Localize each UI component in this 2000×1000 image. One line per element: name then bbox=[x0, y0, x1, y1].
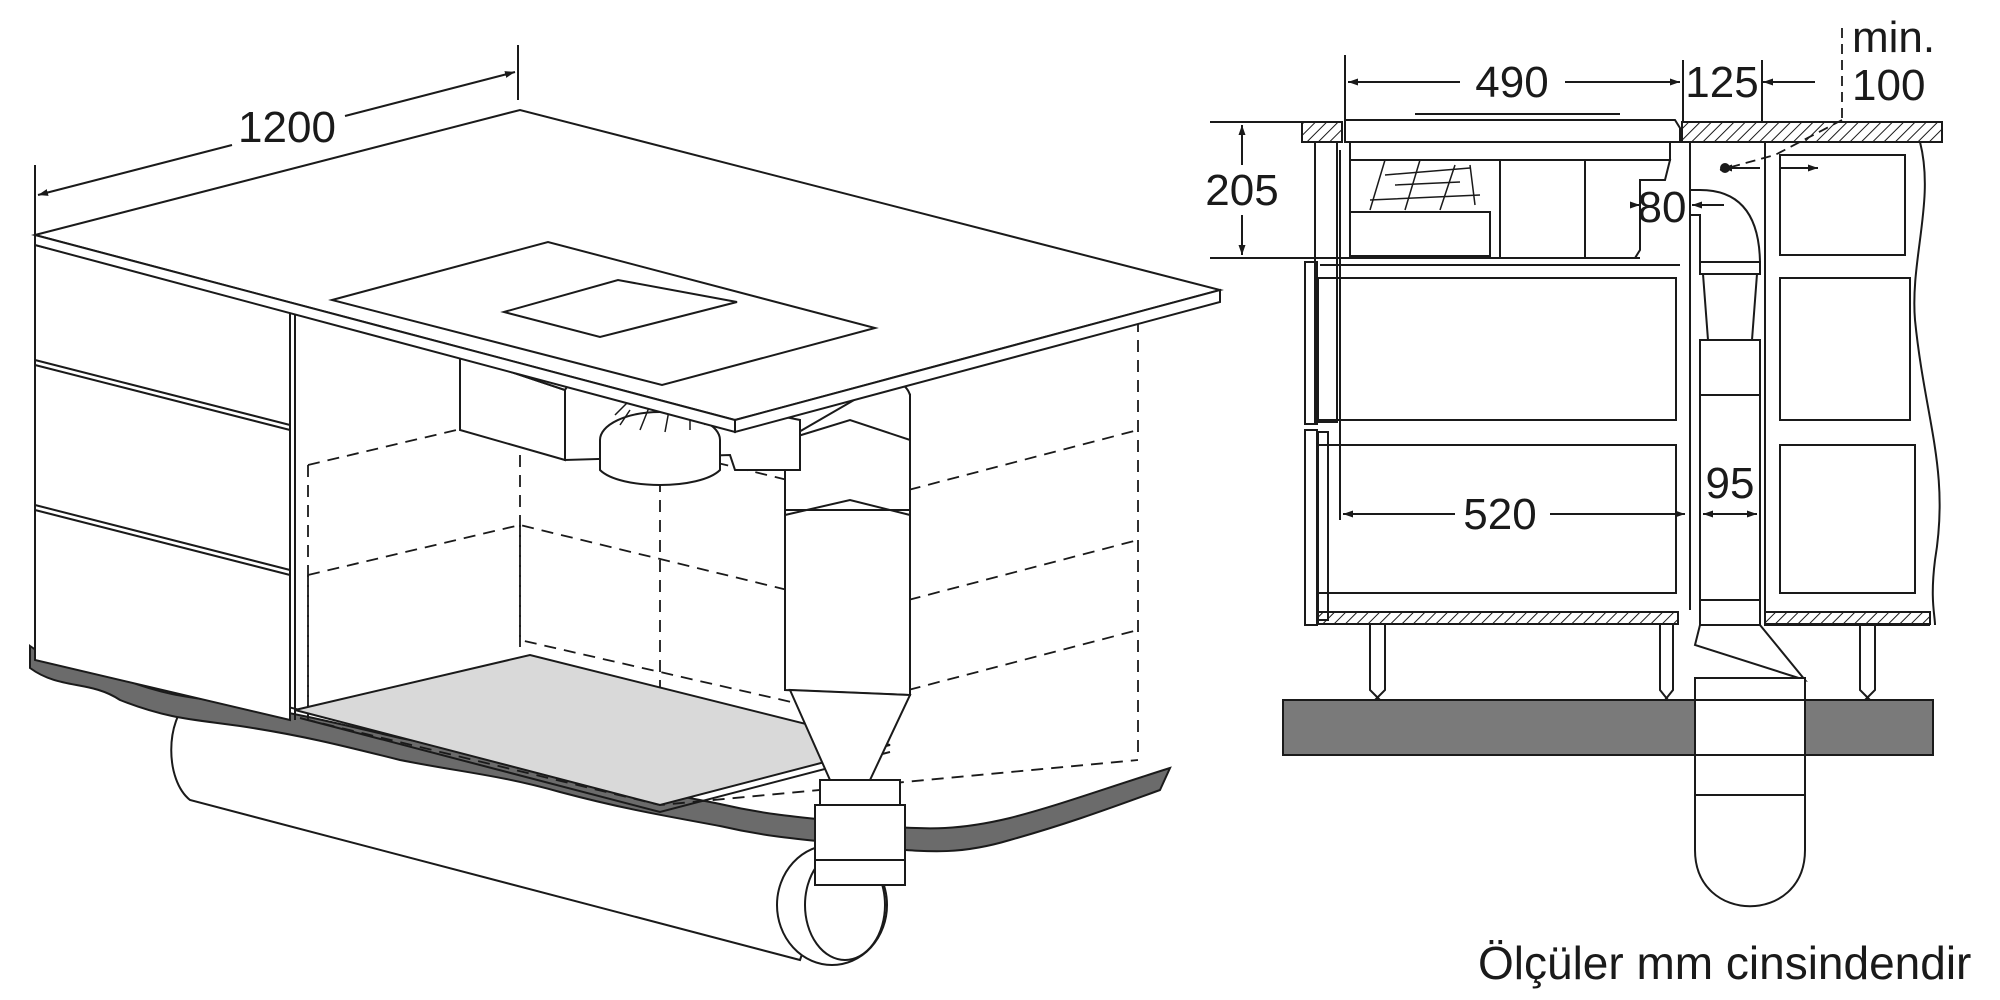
dim-95-label: 95 bbox=[1706, 459, 1755, 508]
dim-100-label: 100 bbox=[1852, 61, 1925, 110]
vertical-duct bbox=[784, 381, 912, 886]
dim-205-label: 205 bbox=[1205, 166, 1278, 215]
section-cabinet bbox=[1304, 141, 1691, 701]
hob-outline bbox=[328, 240, 879, 387]
section-duct bbox=[1689, 189, 1808, 908]
dim-80-label: 80 bbox=[1638, 183, 1687, 232]
filter-base-panel bbox=[294, 653, 891, 807]
floor-slab bbox=[1282, 699, 1934, 756]
dim-490-label: 490 bbox=[1475, 58, 1548, 107]
dim-125-label: 125 bbox=[1685, 58, 1758, 107]
dim-min-100 bbox=[1719, 28, 1843, 173]
dim-125 bbox=[1761, 60, 1815, 122]
dim-205 bbox=[1210, 121, 1340, 259]
dim-520 bbox=[1339, 150, 1685, 520]
section-view: 490 125 min. 100 205 80 bbox=[1205, 13, 1943, 908]
dim-min-label: min. bbox=[1852, 13, 1935, 62]
neighbour-cabinet bbox=[1764, 141, 1941, 701]
section-worktop-right bbox=[1681, 121, 1943, 143]
dim-1200 bbox=[34, 45, 519, 235]
units-caption: Ölçüler mm cinsindendir bbox=[1478, 937, 1972, 989]
drawer-cabinet bbox=[34, 243, 296, 722]
worktop bbox=[31, 108, 1224, 434]
section-plinth-hatch bbox=[1317, 611, 1679, 625]
floor-wave bbox=[29, 644, 1172, 853]
section-worktop-left bbox=[1301, 121, 1343, 143]
dim-490 bbox=[1344, 55, 1684, 122]
section-hob bbox=[1340, 113, 1681, 259]
dim-1200-label: 1200 bbox=[238, 103, 336, 152]
hob-cooking-zone bbox=[500, 278, 738, 339]
isometric-view: 1200 bbox=[29, 45, 1224, 966]
dim-520-label: 520 bbox=[1463, 490, 1536, 539]
